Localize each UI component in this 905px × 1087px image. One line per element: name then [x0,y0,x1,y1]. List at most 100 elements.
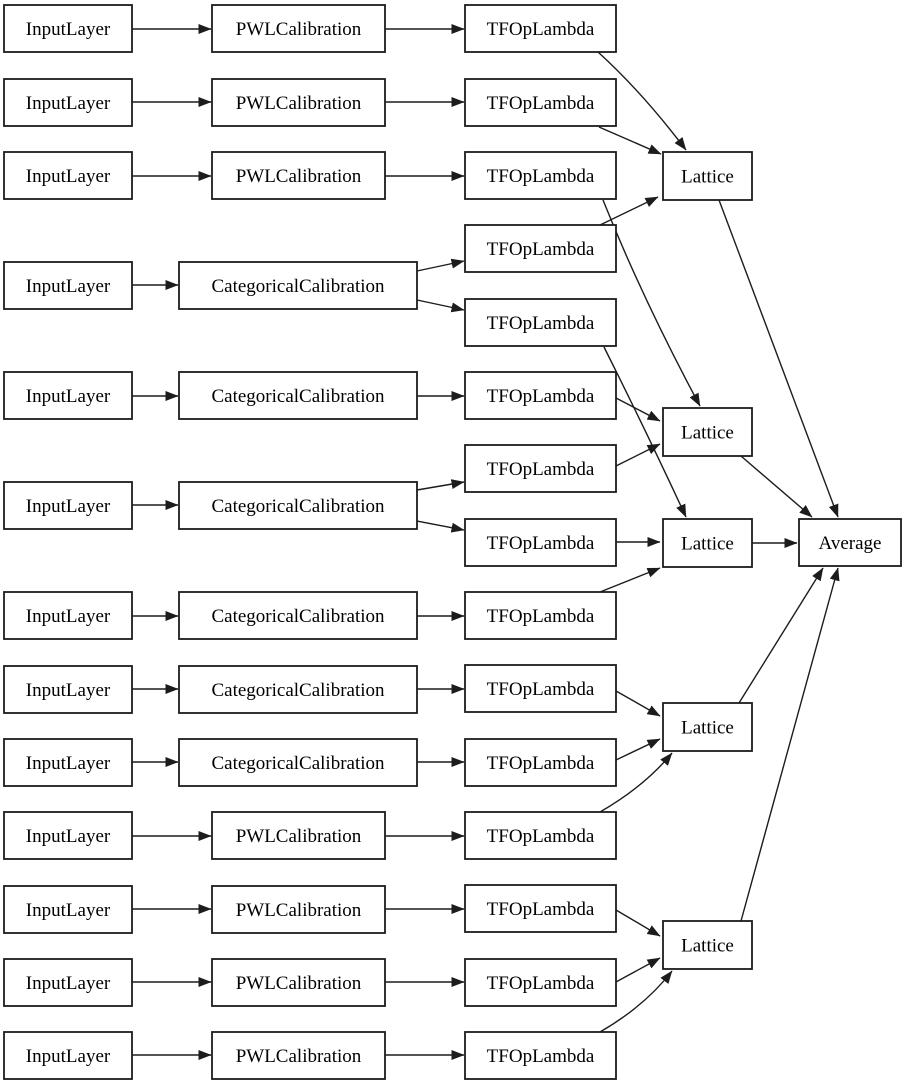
node-label-cal10: PWLCalibration [236,826,362,847]
edge-cal04-to-op05 [416,299,465,313]
node-op15: TFOpLambda [464,1031,617,1080]
node-label-in02: InputLayer [26,93,111,114]
node-box-op10 [464,664,617,713]
node-lat5: Lattice [662,920,753,970]
node-cal07: CategoricalCalibration [178,591,418,640]
node-box-op02 [464,78,617,127]
node-in01: InputLayer [3,4,133,53]
node-in12: InputLayer [3,958,133,1007]
node-box-op04 [464,224,617,273]
node-cal10: PWLCalibration [211,811,386,860]
node-box-op08 [464,518,617,567]
node-label-in12: InputLayer [26,973,111,994]
node-in02: InputLayer [3,78,133,127]
node-box-in03 [3,151,133,200]
node-op06: TFOpLambda [464,371,617,420]
node-op08: TFOpLambda [464,518,617,567]
node-op03: TFOpLambda [464,151,617,200]
node-label-op12: TFOpLambda [487,826,595,847]
node-op10: TFOpLambda [464,664,617,713]
node-box-in05 [3,371,133,420]
node-op13: TFOpLambda [464,884,617,933]
node-label-op13: TFOpLambda [487,899,595,920]
node-box-in10 [3,811,133,860]
node-op04: TFOpLambda [464,224,617,273]
node-in08: InputLayer [3,665,133,714]
node-lat3: Lattice [662,518,753,568]
node-label-cal13: PWLCalibration [236,1046,362,1067]
node-box-op01 [464,4,617,53]
node-op07: TFOpLambda [464,444,617,493]
node-in04: InputLayer [3,261,133,310]
node-box-cal07 [178,591,418,640]
node-label-avg: Average [819,533,882,554]
edge-lat5-to-avg [740,567,840,922]
edge-op11-to-lat4 [615,738,661,761]
node-box-in12 [3,958,133,1007]
node-box-in01 [3,4,133,53]
node-box-lat3 [662,518,753,568]
node-label-cal03: PWLCalibration [236,166,362,187]
node-box-op06 [464,371,617,420]
node-label-in03: InputLayer [26,166,111,187]
node-cal13: PWLCalibration [211,1031,386,1080]
edge-op02-to-lat1 [598,126,662,155]
edge-cal04-to-op04 [416,258,465,272]
node-label-cal11: PWLCalibration [236,900,362,921]
node-label-op05: TFOpLambda [487,313,595,334]
node-box-in11 [3,885,133,934]
node-label-lat5: Lattice [681,936,734,957]
node-op02: TFOpLambda [464,78,617,127]
node-label-in11: InputLayer [26,900,111,921]
node-box-op11 [464,738,617,787]
edge-op14-to-lat5 [615,957,661,983]
node-label-lat1: Lattice [681,167,734,188]
node-in06: InputLayer [3,481,133,530]
node-label-lat3: Lattice [681,534,734,555]
node-label-in01: InputLayer [26,19,111,40]
node-label-cal09: CategoricalCalibration [211,753,385,774]
node-box-op13 [464,884,617,933]
node-lat2: Lattice [662,407,753,457]
node-box-in08 [3,665,133,714]
node-cal06: CategoricalCalibration [178,481,418,530]
node-label-cal12: PWLCalibration [236,973,362,994]
node-cal12: PWLCalibration [211,958,386,1007]
node-cal05: CategoricalCalibration [178,371,418,420]
edge-op13-to-lat5 [615,909,661,937]
node-box-in09 [3,738,133,787]
node-lat4: Lattice [662,702,753,752]
edge-lat1-to-avg [718,199,839,518]
node-label-lat4: Lattice [681,718,734,739]
node-box-in06 [3,481,133,530]
node-in07: InputLayer [3,591,133,640]
node-label-in10: InputLayer [26,826,111,847]
node-label-cal08: CategoricalCalibration [211,680,385,701]
node-box-op15 [464,1031,617,1080]
node-in10: InputLayer [3,811,133,860]
node-box-cal02 [211,78,386,127]
node-box-cal06 [178,481,418,530]
node-label-cal01: PWLCalibration [236,19,362,40]
node-op14: TFOpLambda [464,958,617,1007]
edge-op10-to-lat4 [615,690,661,717]
node-box-in02 [3,78,133,127]
node-label-cal07: CategoricalCalibration [211,606,385,627]
node-in11: InputLayer [3,885,133,934]
node-in05: InputLayer [3,371,133,420]
node-box-cal01 [211,4,386,53]
edge-op05-to-lat3 [603,346,687,518]
node-label-op07: TFOpLambda [487,459,595,480]
node-box-op03 [464,151,617,200]
node-box-cal10 [211,811,386,860]
node-label-in08: InputLayer [26,680,111,701]
node-label-in04: InputLayer [26,276,111,297]
node-cal01: PWLCalibration [211,4,386,53]
node-label-cal05: CategoricalCalibration [211,386,385,407]
edge-op01-to-lat1 [597,51,687,151]
node-label-cal06: CategoricalCalibration [211,496,385,517]
node-box-op14 [464,958,617,1007]
node-label-op15: TFOpLambda [487,1046,595,1067]
